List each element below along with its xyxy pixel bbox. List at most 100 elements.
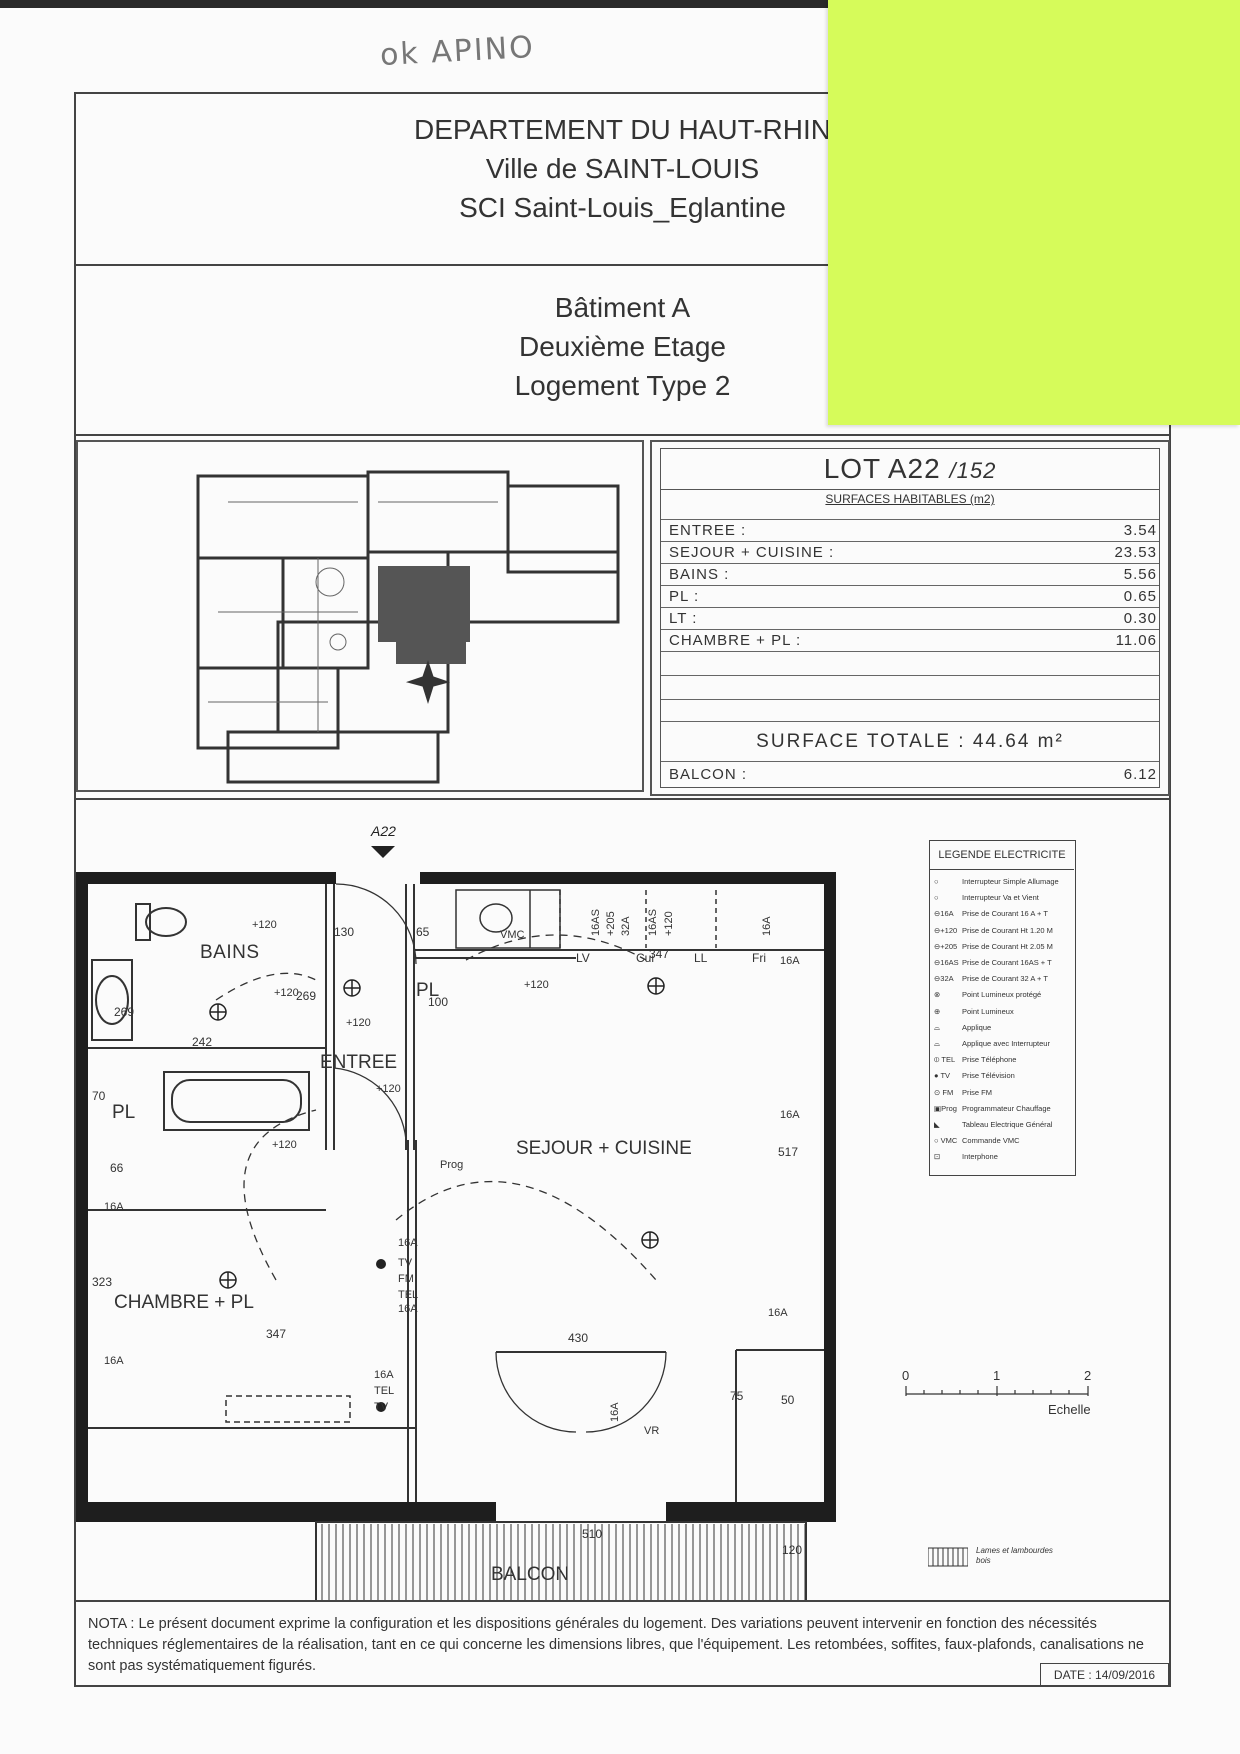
- legend-text: Applique avec Interrupteur: [962, 1039, 1050, 1048]
- bathtub: [163, 1071, 310, 1131]
- legend-symbol-icon: ● TV: [934, 1071, 951, 1081]
- legend-text: Point Lumineux: [962, 1006, 1014, 1016]
- nota-block: [76, 1600, 1169, 1687]
- outlet-label: +120: [346, 1017, 371, 1029]
- deck-legend-swatch: [928, 1547, 968, 1567]
- legend-symbol-icon: ◣: [934, 1120, 940, 1129]
- dim-120: 120: [782, 1543, 802, 1557]
- legend-text: Interphone: [962, 1152, 998, 1162]
- dim-130: 130: [334, 925, 354, 939]
- legend-text: Prise Téléphone: [962, 1055, 1017, 1065]
- surface-row-empty: [661, 651, 1159, 674]
- outlet-label: +120: [252, 919, 277, 931]
- outlet-label: TV: [374, 1401, 389, 1413]
- lot-subtitle: SURFACES HABITABLES (m2): [825, 492, 995, 506]
- outlet-label: FM: [398, 1273, 414, 1285]
- header-city: Ville de SAINT-LOUIS: [485, 153, 760, 184]
- outlet-label: +120: [524, 979, 549, 991]
- lot-title: LOT A22 /152: [661, 449, 1159, 490]
- surface-row-empty: [661, 699, 1159, 722]
- outlet-label: 16A: [609, 1402, 621, 1422]
- light-point-icon: [209, 977, 665, 1289]
- dim-66: 66: [110, 1161, 124, 1175]
- outlet-label: +120: [663, 911, 675, 936]
- legend-text: Prise Télévision: [962, 1071, 1015, 1081]
- outlet-label: TEL: [374, 1385, 394, 1397]
- legend-item: ⊡Interphone: [934, 1152, 998, 1161]
- surface-row: CHAMBRE + PL :11.06: [661, 629, 1159, 652]
- dim-242: 242: [192, 1035, 212, 1049]
- legend-text: Prise de Courant Ht 2.05 M: [962, 941, 1053, 951]
- dim-430: 430: [568, 1331, 588, 1345]
- room-label-balcon: BALCON: [491, 1564, 569, 1585]
- kitchen-label-ll: LL: [694, 951, 708, 965]
- handwritten-note: ok APINO: [379, 29, 536, 74]
- room-label-entree: ENTREE: [320, 1052, 397, 1073]
- legend-symbol-icon: ⊖32A: [934, 974, 954, 984]
- kitchen-label-cui: Cui: [636, 951, 654, 965]
- header-company: SCI Saint-Louis_Eglantine: [459, 192, 786, 223]
- outlet-label: VMC: [500, 929, 525, 941]
- legend-text: Prise de Courant 16AS + T: [962, 958, 1052, 967]
- legend-item: ⊗ Point Lumineux protégé: [934, 990, 1041, 999]
- legend-symbol-icon: ⌓: [934, 1022, 940, 1032]
- legend-text: Point Lumineux protégé: [962, 990, 1042, 1000]
- header-department: DEPARTEMENT DU HAUT-RHIN: [414, 114, 831, 145]
- dim-517: 517: [778, 1145, 798, 1159]
- kitchen-label-lv: LV: [576, 951, 590, 965]
- room-label-pl-bath: PL: [112, 1102, 135, 1123]
- wardrobe: [225, 1395, 351, 1423]
- balcony-deck: [315, 1521, 807, 1600]
- dim-50: 50: [781, 1393, 795, 1407]
- surface-row: PL :0.65: [661, 585, 1159, 608]
- outlet-label: +120: [376, 1083, 401, 1095]
- deck-legend-text: Lames et lambourdes bois: [976, 1546, 1053, 1565]
- legend-symbol-icon: ⊖16AS: [934, 958, 959, 967]
- dim-70: 70: [92, 1089, 106, 1103]
- deck-slats: [321, 1524, 806, 1600]
- outlet-label: 16A: [104, 1201, 124, 1213]
- nota-text: NOTA : Le présent document exprime la co…: [88, 1616, 1144, 1674]
- sticky-note: [828, 0, 1240, 425]
- electric-legend: LEGENDE ELECTRICITE ○Interrupteur Simple…: [929, 840, 1076, 1176]
- outlet-label: 16A: [398, 1303, 418, 1315]
- legend-item: ⊖32A Prise de Courant 32 A + T: [934, 974, 1048, 983]
- legend-text: Interrupteur Va et Vient: [962, 893, 1039, 903]
- surface-total: SURFACE TOTALE : 44.64 m²: [661, 721, 1159, 762]
- outlet-label: 16A: [768, 1307, 788, 1319]
- outlet-label: Prog: [440, 1159, 463, 1171]
- surface-row: LT :0.30: [661, 607, 1159, 630]
- outlet-label: TEL: [398, 1289, 418, 1301]
- interior-walls: [88, 884, 824, 1502]
- document-frame: [74, 92, 1171, 1687]
- scale-bar: 0 1 2 Echelle: [902, 1368, 1091, 1417]
- scale-tick-2: 2: [1084, 1368, 1091, 1383]
- legend-item: ⌓Applique: [934, 1023, 991, 1033]
- outlet-label: VR: [644, 1425, 659, 1437]
- scale-tick-0: 0: [902, 1368, 909, 1383]
- dim-65: 65: [416, 925, 430, 939]
- legend-symbol-icon: ⊗: [934, 990, 941, 1000]
- outlet-label: 16A: [104, 1355, 124, 1367]
- legend-symbol-icon: ⊖+205: [934, 941, 958, 951]
- wiring-arcs: [215, 934, 657, 1281]
- scale-label: Echelle: [1048, 1402, 1091, 1417]
- legend-item: ⌓Applique avec Interrupteur: [934, 1039, 1050, 1049]
- outlet-label: 16A: [780, 1109, 800, 1121]
- toilet: [135, 903, 187, 941]
- doors: [333, 883, 667, 1433]
- subheader-floor: Deuxième Etage: [518, 331, 726, 362]
- outlet-label: 16A: [761, 916, 773, 936]
- washbasin: [91, 959, 133, 1041]
- exterior-walls: [76, 872, 836, 1522]
- outlet-label: 16A: [374, 1369, 394, 1381]
- legend-text: Prise de Courant 32 A + T: [962, 974, 1048, 984]
- room-label-chambre: CHAMBRE + PL: [114, 1292, 254, 1313]
- legend-item: ● TV Prise Télévision: [934, 1071, 1015, 1080]
- balcon-row: BALCON : 6.12: [661, 761, 1159, 788]
- outlet-label: 32A: [620, 916, 632, 936]
